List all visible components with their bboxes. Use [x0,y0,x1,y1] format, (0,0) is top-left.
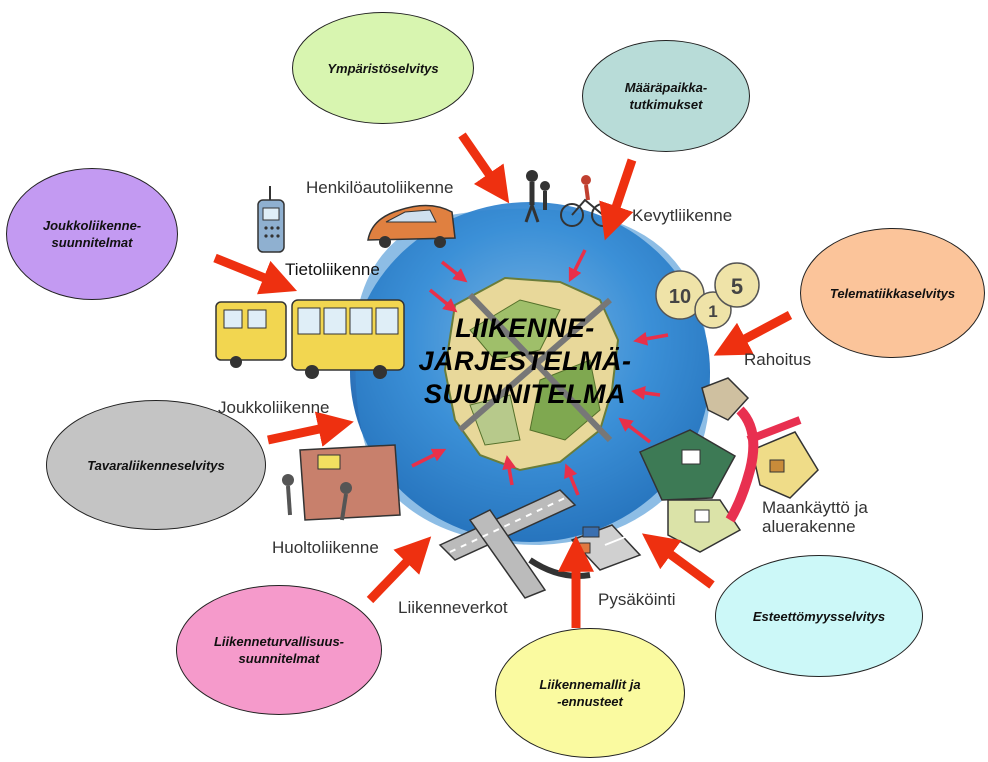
arrow-joukkoliikenne [213,253,298,295]
label-joukkoliikenne: Joukkoliikenne [218,398,330,417]
label-kevytliikenne: Kevytliikenne [632,206,733,225]
inner-arrow [428,288,458,313]
car-icon [367,204,456,248]
outer-arrows [213,132,793,628]
label-pysakointi: Pysäköinti [598,590,676,609]
bubble-maarapaikkatutkimukset: Määräpaikka- tutkimukset [582,40,750,152]
inner-arrow [440,260,468,283]
label-liikenneverkot: Liikenneverkot [398,598,508,617]
bubble-tavaraliikenneselvitys: Tavaraliikenneselvitys [46,400,266,530]
bus-icon [215,299,405,379]
label-huoltoliikenne: Huoltoliikenne [272,538,379,557]
arrow-liikenneturvallisuus [366,536,432,604]
inner-arrows [411,249,669,496]
road-network-icon [438,489,591,599]
bubble-ymparistoselvitys: Ympäristöselvitys [292,12,474,124]
label-tietoliikenne: Tietoliikenne [285,260,380,279]
coins-icon: 10 1 5 [655,262,760,329]
arrow-telematiikka [713,311,793,356]
bubble-esteettomyysselvitys: Esteettömyysselvitys [715,555,923,677]
delivery-truck-icon [282,444,401,521]
inner-arrow [411,448,447,468]
arrow-esteettomyys [641,533,715,589]
arrow-maarapaikka [599,158,637,241]
inner-arrow [502,455,517,486]
inner-arrow [564,463,580,496]
bubble-liikennemallit-ja-ennusteet: Liikennemallit ja -ennusteet [495,628,685,758]
label-henkiloautoliikenne: Henkilöautoliikenne [306,178,454,197]
city-island [443,276,620,472]
inner-arrow [568,249,587,283]
inner-arrow [631,386,661,400]
land-use-icon [639,377,819,553]
arrow-tavaraliikenne [267,411,354,447]
center-title: LIIKENNE- JÄRJESTELMÄ- SUUNNITELMA [418,313,632,409]
arrow-ymparisto [458,132,510,204]
label-maankaytto-ja-aluerakenne: Maankäyttö ja aluerakenne [762,498,868,536]
coin-label: 5 [731,274,743,299]
mobile-phone-icon [257,186,285,253]
coin-label: 1 [708,302,717,321]
inner-arrow [633,331,669,346]
bubble-telematiikkaselvitys: Telematiikkaselvitys [800,228,985,358]
coin-label: 10 [669,286,691,308]
bubble-joukkoliikennesuunnitelmat: Joukkoliikenne- suunnitelmat [6,168,178,300]
bubble-liikenneturvallisuussuunnitelmat: Liikenneturvallisuus- suunnitelmat [176,585,382,715]
inner-arrow [618,417,652,444]
label-rahoitus: Rahoitus [744,350,812,369]
